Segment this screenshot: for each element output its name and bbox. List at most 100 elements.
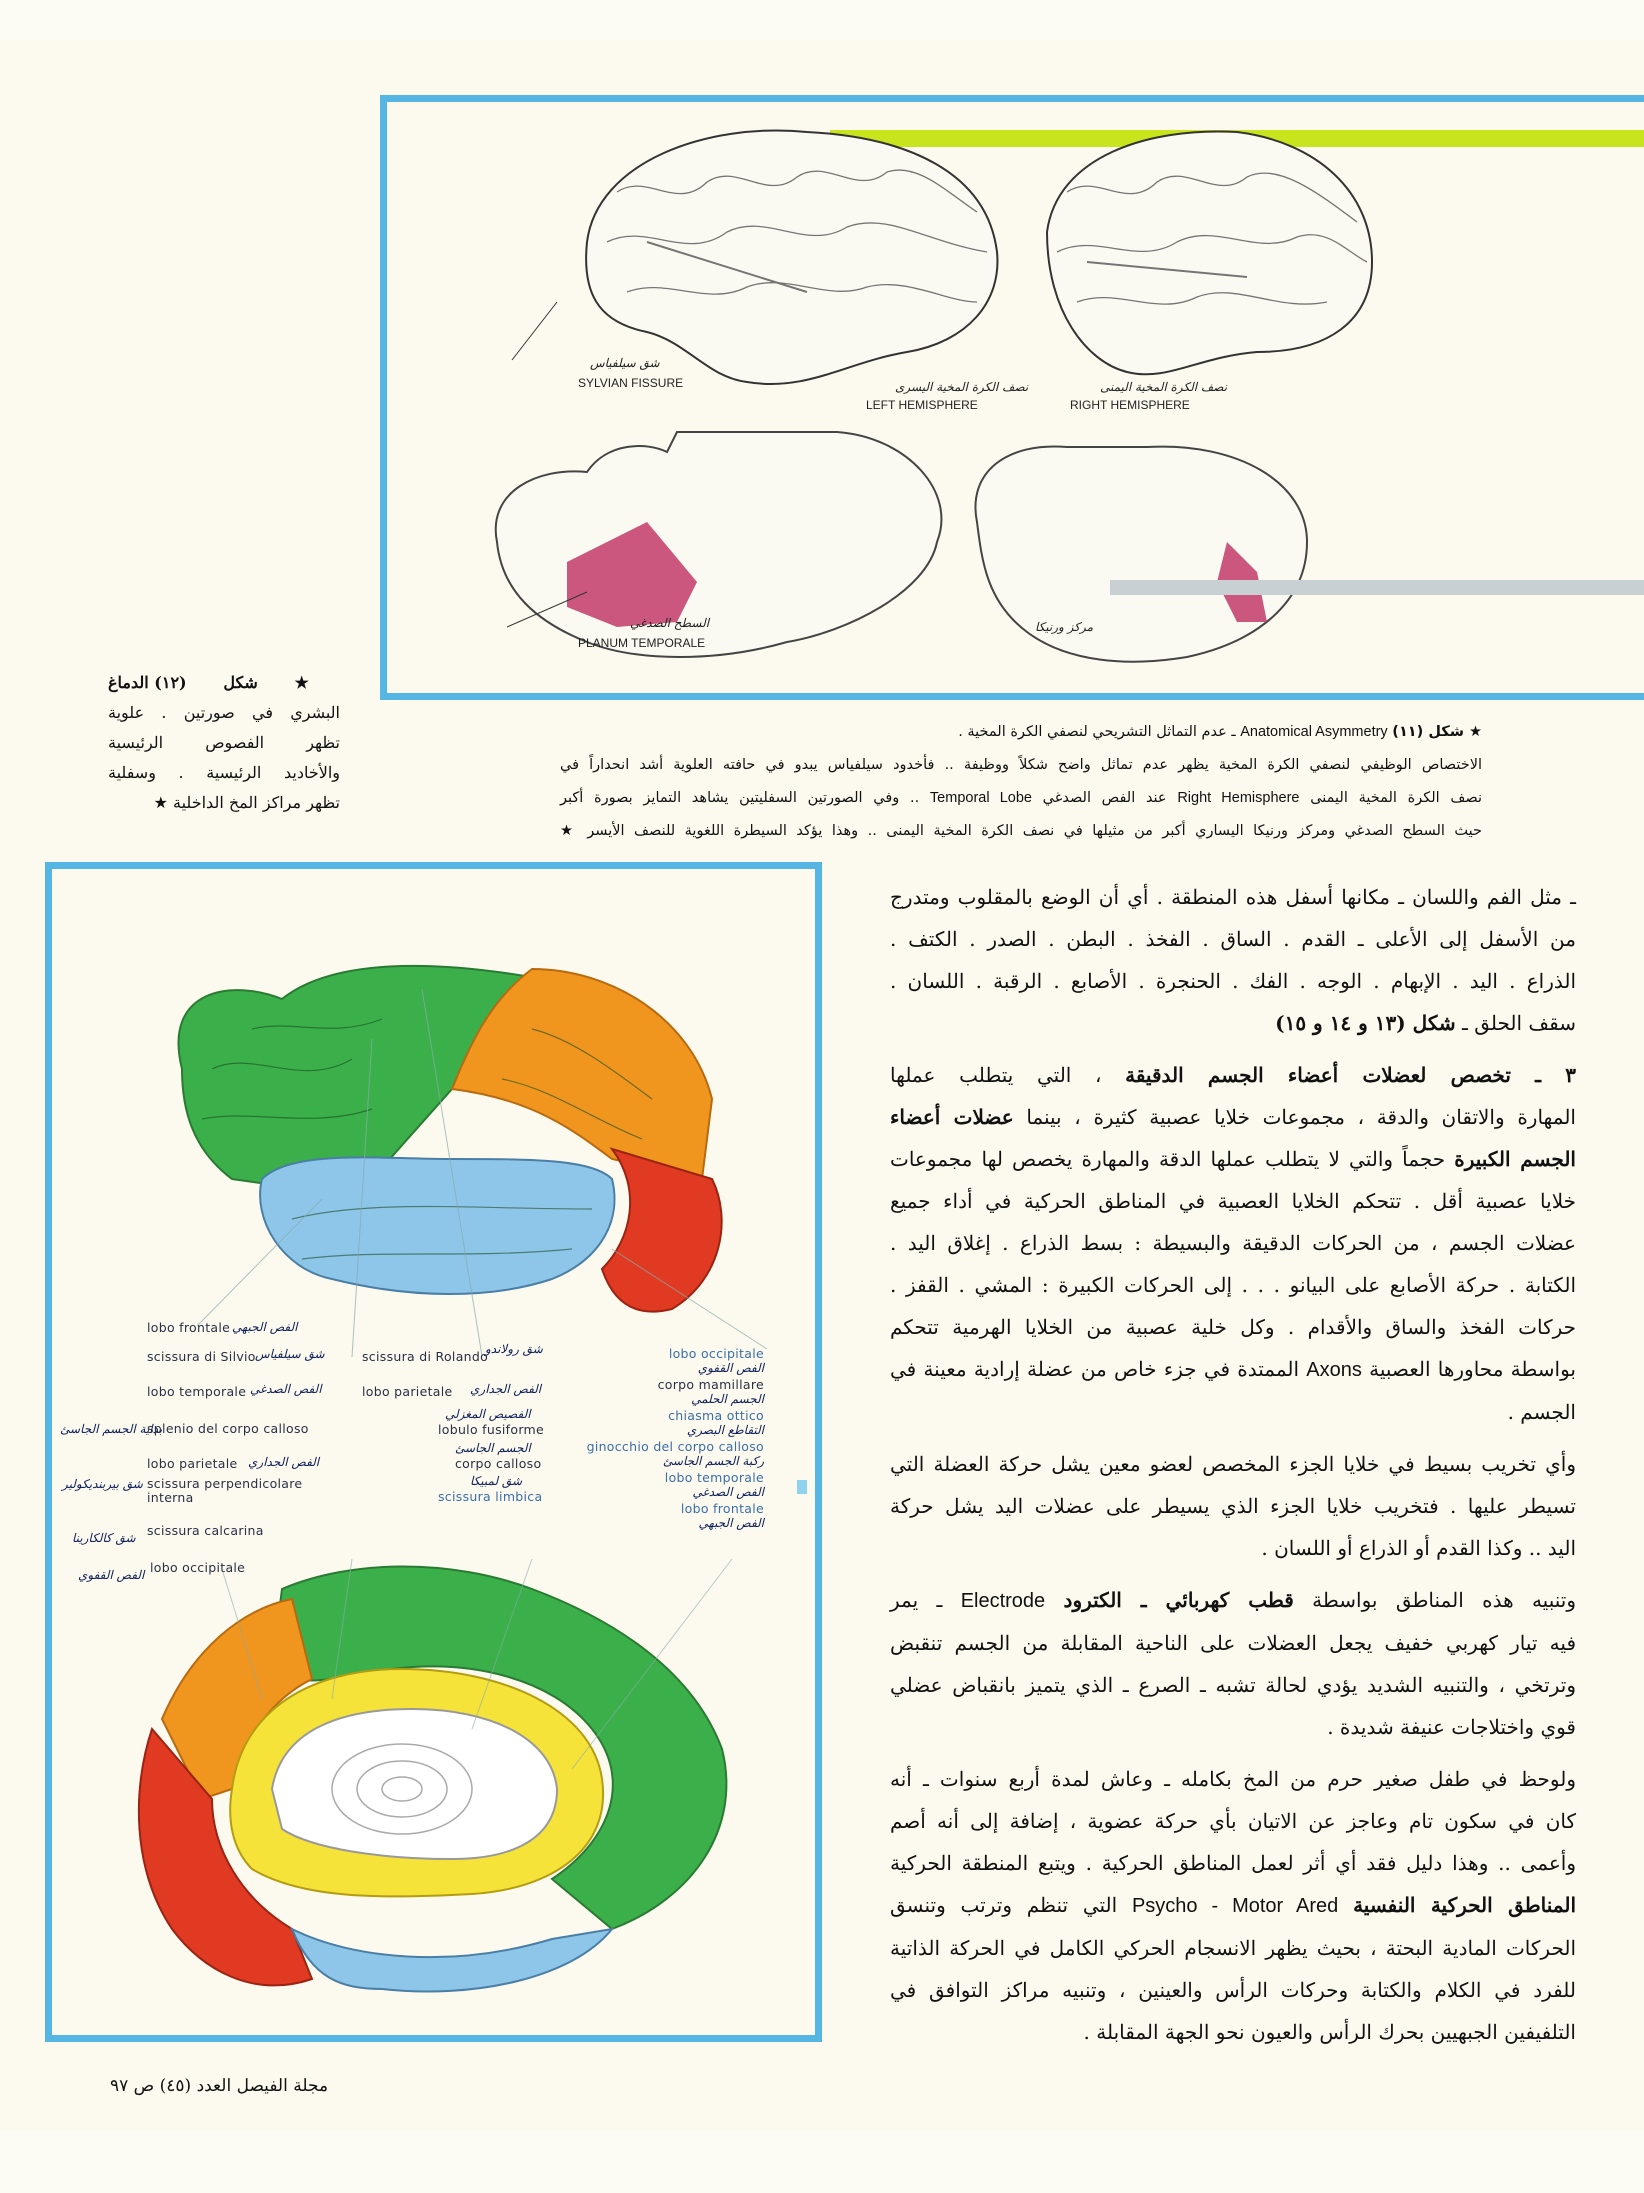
text-segment: الكتابة . حركة الأصابع على البيانو . . .… [890, 1273, 1576, 1297]
caption-line: تظهر مراكز المخ الداخلية ★ [153, 793, 340, 812]
label-corpo-calloso-ar: الجسم الجاسئ [455, 1441, 531, 1455]
bold-text: ٣ ـ تخصص لعضلات أعضاء الجسم الدقيقة [1125, 1063, 1577, 1087]
text-line: وتنبيه هذه المناطق بواسطة قطب كهربائي ـ … [890, 1579, 1576, 1622]
text-segment [1045, 1588, 1063, 1612]
medial-occipital-red [137, 1727, 314, 1987]
text-line: الحركات المادية البحتة ، بحيث يظهر الانس… [890, 1927, 1576, 1969]
label-planum-ar: السطح الصدغي [630, 616, 710, 630]
text-line: اليد .. وكذا القدم أو الذراع أو اللسان . [890, 1527, 1576, 1569]
label-planum-temporale: PLANUM TEMPORALE [578, 636, 706, 650]
caption-figure-number: ★ شكل (١١) [1392, 724, 1482, 740]
label-lobo-parietale-medial: lobo parietale [147, 1456, 238, 1471]
bold-text: شكل (١٣ و ١٤ و ١٥) [1275, 1011, 1456, 1035]
bold-text: قطب كهربائي ـ الكترود [1063, 1588, 1294, 1612]
bold-text: المناطق الحركية النفسية [1353, 1893, 1577, 1917]
text-line: من الأسفل إلى الأعلى ـ القدم . الساق . ا… [890, 918, 1576, 960]
text-segment: اليد .. وكذا القدم أو الذراع أو اللسان . [1261, 1536, 1576, 1560]
paragraph-gap [890, 1748, 1576, 1758]
label-lobo-frontale-right: lobo frontale [680, 1501, 764, 1516]
planum-temporale-left [567, 522, 697, 627]
article-paragraph: ـ مثل الفم واللسان ـ مكانها أسفل هذه الم… [890, 876, 1576, 1044]
caption-text: نصف الكرة المخية اليمنى [1310, 790, 1483, 806]
caption-line: تظهر الفصوص الرئيسية [108, 733, 340, 752]
medial-frontal-green [270, 1565, 728, 1931]
figure-11-illustration [494, 129, 1374, 663]
text-segment: كان في سكون تام وعاجز عن الاتيان بأي حرك… [890, 1809, 1576, 1833]
medial-temporal-blue [290, 1926, 615, 1993]
text-line: الجسم . [890, 1391, 1576, 1433]
label-lobo-occipitale-ar: الفص القفوي [78, 1568, 145, 1582]
english-term: Axons [1306, 1359, 1362, 1381]
text-segment: بواسطة محاورها العصبية [1361, 1357, 1576, 1381]
text-line: للفرد في الكلام والكتابة وحركات الرأس وا… [890, 1969, 1576, 2011]
text-segment: وترتخي ، والتنبيه الشديد يؤدي لحالة تشبه… [890, 1673, 1576, 1697]
text-line: فيه تيار كهربي خفيف يجعل العضلات على الن… [890, 1622, 1576, 1664]
label-scissura-perpendicolare-ar: شق بيربنديكولير [62, 1477, 143, 1491]
label-scissura-limbica: scissura limbica [438, 1489, 543, 1504]
text-line: الجسم الكبيرة حجماً والتي لا يتطلب عملها… [890, 1138, 1576, 1180]
occipital-lobe [600, 1147, 723, 1313]
caption-term: Temporal Lobe [929, 790, 1032, 806]
text-line: بواسطة محاورها العصبية Axons الممتدة في … [890, 1348, 1576, 1391]
caption-line: ★ شكل (١٢) الدماغ [108, 673, 340, 692]
caption-line: الاختصاص الوظيفي لنصفي الكرة المخية يظهر… [560, 757, 1482, 773]
label-left-hemisphere-ar: نصف الكرة المخية اليسرى [895, 380, 1029, 394]
label-chiasma-ottico: chiasma ottico [668, 1408, 764, 1423]
figure-12-frame [45, 862, 822, 2042]
caption-term: Right Hemisphere [1177, 790, 1300, 806]
label-lobo-parietale-ar: الفص الجداري [470, 1382, 542, 1396]
label-lobulo-fusiforme: lobulo fusiforme [438, 1422, 545, 1437]
text-line: عضلات الجسم ، من الحركات الدقيقة والبسيط… [890, 1222, 1576, 1264]
label-sylvian-fissure: SYLVIAN FISSURE [578, 376, 684, 390]
text-segment: خلايا عصبية أقل . تتحكم الخلايا العصبية … [890, 1189, 1576, 1213]
text-line: كان في سكون تام وعاجز عن الاتيان بأي حرك… [890, 1800, 1576, 1842]
right-section-drawing [974, 445, 1309, 663]
label-scissura-rolando-ar: شق رولاندو [485, 1342, 543, 1356]
page-footer: مجلة الفيصل العدد (٤٥) ص ٩٧ [110, 2076, 329, 2096]
label-lobulo-fusiforme-ar: الفصيص المغزلي [445, 1407, 531, 1421]
paragraph-gap [890, 1433, 1576, 1443]
text-line: المهارة والاتقان والدقة ، مجموعات خلايا … [890, 1096, 1576, 1138]
english-term: Psycho - Motor Ared [1131, 1895, 1339, 1917]
bold-text: الجسم الكبيرة [1454, 1147, 1576, 1171]
figure-12-illustration [137, 964, 768, 1993]
text-segment: ـ يمر [890, 1588, 961, 1612]
text-segment: وأعمى .. وهذا دليل فقد أي أثر لعمل المنا… [890, 1851, 1576, 1875]
text-segment: حركات الفخذ والساق والأقدام . وكل خلية ع… [890, 1315, 1576, 1339]
label-left-hemisphere: LEFT HEMISPHERE [866, 398, 978, 412]
label-scissura-limbica-ar: شق لمبيكا [470, 1474, 522, 1488]
label-right-hemisphere: RIGHT HEMISPHERE [1070, 398, 1190, 412]
text-line: قوي واختلاجات عنيفة شديدة . [890, 1706, 1576, 1748]
text-segment: ولوحظ في طفل صغير حرم من المخ بكامله ـ و… [890, 1767, 1576, 1791]
text-segment: من الأسفل إلى الأعلى ـ القدم . الساق . ا… [890, 927, 1576, 951]
article-body: ـ مثل الفم واللسان ـ مكانها أسفل هذه الم… [890, 876, 1576, 2053]
label-lobo-occipitale-right: lobo occipitale [668, 1346, 764, 1361]
figure-12-caption: ★ شكل (١٢) الدماغ البشري في صورتين . علو… [108, 668, 340, 818]
label-corpo-mamillare-ar: الجسم الحلمي [691, 1392, 764, 1406]
label-lobo-frontale-ar: الفص الجبهي [232, 1320, 298, 1334]
label-wernicke-ar: مركز ورنيكا [1035, 620, 1094, 634]
caption-text: عند الفص الصدغي [1042, 790, 1167, 806]
highlight-bar-gray [1110, 580, 1644, 595]
figure-11-frame [380, 95, 1644, 700]
label-splenio-corpo-calloso: splenio del corpo calloso [147, 1421, 309, 1436]
text-segment: وأي تخريب بسيط في خلايا الجزء المخصص لعض… [890, 1452, 1576, 1476]
label-scissura-perpendicolare: scissura perpendicolare [147, 1476, 303, 1491]
text-segment: التي تنظم وترتب وتنسق [890, 1893, 1132, 1917]
text-segment: ـ مثل الفم واللسان ـ مكانها أسفل هذه الم… [890, 885, 1576, 909]
text-line: حركات الفخذ والساق والأقدام . وكل خلية ع… [890, 1306, 1576, 1348]
article-paragraph: ولوحظ في طفل صغير حرم من المخ بكامله ـ و… [890, 1758, 1576, 2053]
text-line: التلفيفين الجبهيين بحرك الرأس والعيون نح… [890, 2011, 1576, 2053]
label-scissura-calcarina-ar: شق كالكارينا [72, 1531, 136, 1545]
label-right-hemisphere-ar: نصف الكرة المخية اليمنى [1100, 380, 1228, 394]
text-line: وأعمى .. وهذا دليل فقد أي أثر لعمل المنا… [890, 1842, 1576, 1884]
label-lobo-temporale: lobo temporale [147, 1384, 247, 1399]
text-line: ـ مثل الفم واللسان ـ مكانها أسفل هذه الم… [890, 876, 1576, 918]
article-paragraph: وأي تخريب بسيط في خلايا الجزء المخصص لعض… [890, 1443, 1576, 1569]
text-segment: تسيطر عليها . فتخريب خلايا الجزء الذي يس… [890, 1494, 1576, 1518]
caption-text: ـ عدم التماثل التشريحي لنصفي الكرة المخي… [958, 724, 1236, 740]
label-scissura-perpendicolare-2: interna [147, 1490, 194, 1505]
text-segment: سقف الحلق ـ [1455, 1011, 1576, 1035]
text-line: الكتابة . حركة الأصابع على البيانو . . .… [890, 1264, 1576, 1306]
text-line: ٣ ـ تخصص لعضلات أعضاء الجسم الدقيقة ، ال… [890, 1054, 1576, 1096]
